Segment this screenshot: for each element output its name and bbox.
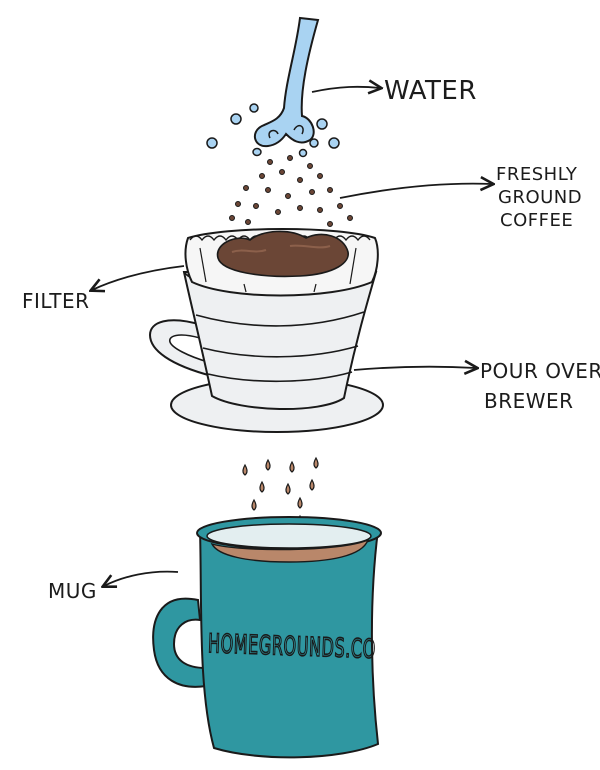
label-coffee-line3: COFFEE <box>500 210 573 231</box>
coffee-bed <box>216 230 349 278</box>
arrow-mug <box>104 570 179 586</box>
arrow-water <box>311 87 380 92</box>
label-filter: FILTER <box>22 289 90 313</box>
label-arrows <box>92 87 492 586</box>
water-stream <box>253 16 320 148</box>
label-mug: MUG <box>48 579 97 603</box>
label-brewer-line2: BREWER <box>484 389 574 413</box>
falling-coffee-grounds <box>229 155 353 227</box>
arrow-filter <box>92 265 185 290</box>
mug-brand-text: HOMEGROUNDS.CO <box>207 629 376 665</box>
label-coffee-line2: GROUND <box>498 187 582 208</box>
labels: WATER FRESHLY GROUND COFFEE FILTER POUR … <box>22 76 600 603</box>
water-droplets <box>206 103 340 158</box>
label-water: WATER <box>384 76 477 106</box>
arrow-coffee <box>339 184 492 199</box>
mug: HOMEGROUNDS.CO <box>152 516 382 759</box>
label-coffee-line1: FRESHLY <box>496 164 578 185</box>
label-brewer-line1: POUR OVER <box>480 359 600 383</box>
arrow-brewer <box>353 367 476 370</box>
